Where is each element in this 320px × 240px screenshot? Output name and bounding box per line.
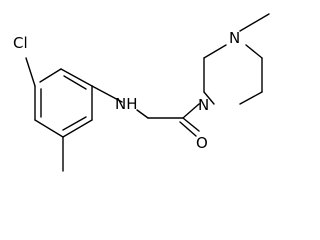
- benzene-ring: [34, 68, 93, 138]
- atom-label-piperazine-n4: N: [229, 29, 240, 47]
- bond-ring-nh: [91, 85, 123, 103]
- bond-ring-b: [60, 68, 93, 87]
- bond-c-cl: [25, 57, 36, 87]
- atom-label-chlorine: Cl: [13, 34, 28, 52]
- piperazine-ring: [203, 44, 263, 105]
- bond-ring-double-1: [63, 75, 87, 90]
- bond-ring-double-2: [62, 116, 87, 131]
- bond-pip-3: [245, 44, 263, 59]
- bond-co-2: [179, 121, 197, 137]
- bond-pip-2: [203, 44, 227, 59]
- bond-pip-5: [239, 91, 263, 105]
- structure-diagram: Cl NH N N O: [13, 13, 270, 172]
- atom-label-piperazine-n1: N: [198, 96, 209, 114]
- bond-pip-6: [203, 91, 215, 105]
- bond-n-methyl: [239, 13, 270, 32]
- molecule-drawing: Cl NH N N O: [13, 13, 270, 172]
- bond-ring-e: [34, 119, 64, 138]
- atom-label-carbonyl-o: O: [196, 134, 208, 152]
- bond-nh-ch2: [136, 109, 149, 119]
- bond-co-n: [182, 103, 200, 119]
- bond-co-1: [182, 117, 200, 132]
- bond-ring-d: [62, 119, 93, 138]
- bond-ring-a: [39, 68, 62, 83]
- atom-label-amine: NH: [115, 95, 138, 113]
